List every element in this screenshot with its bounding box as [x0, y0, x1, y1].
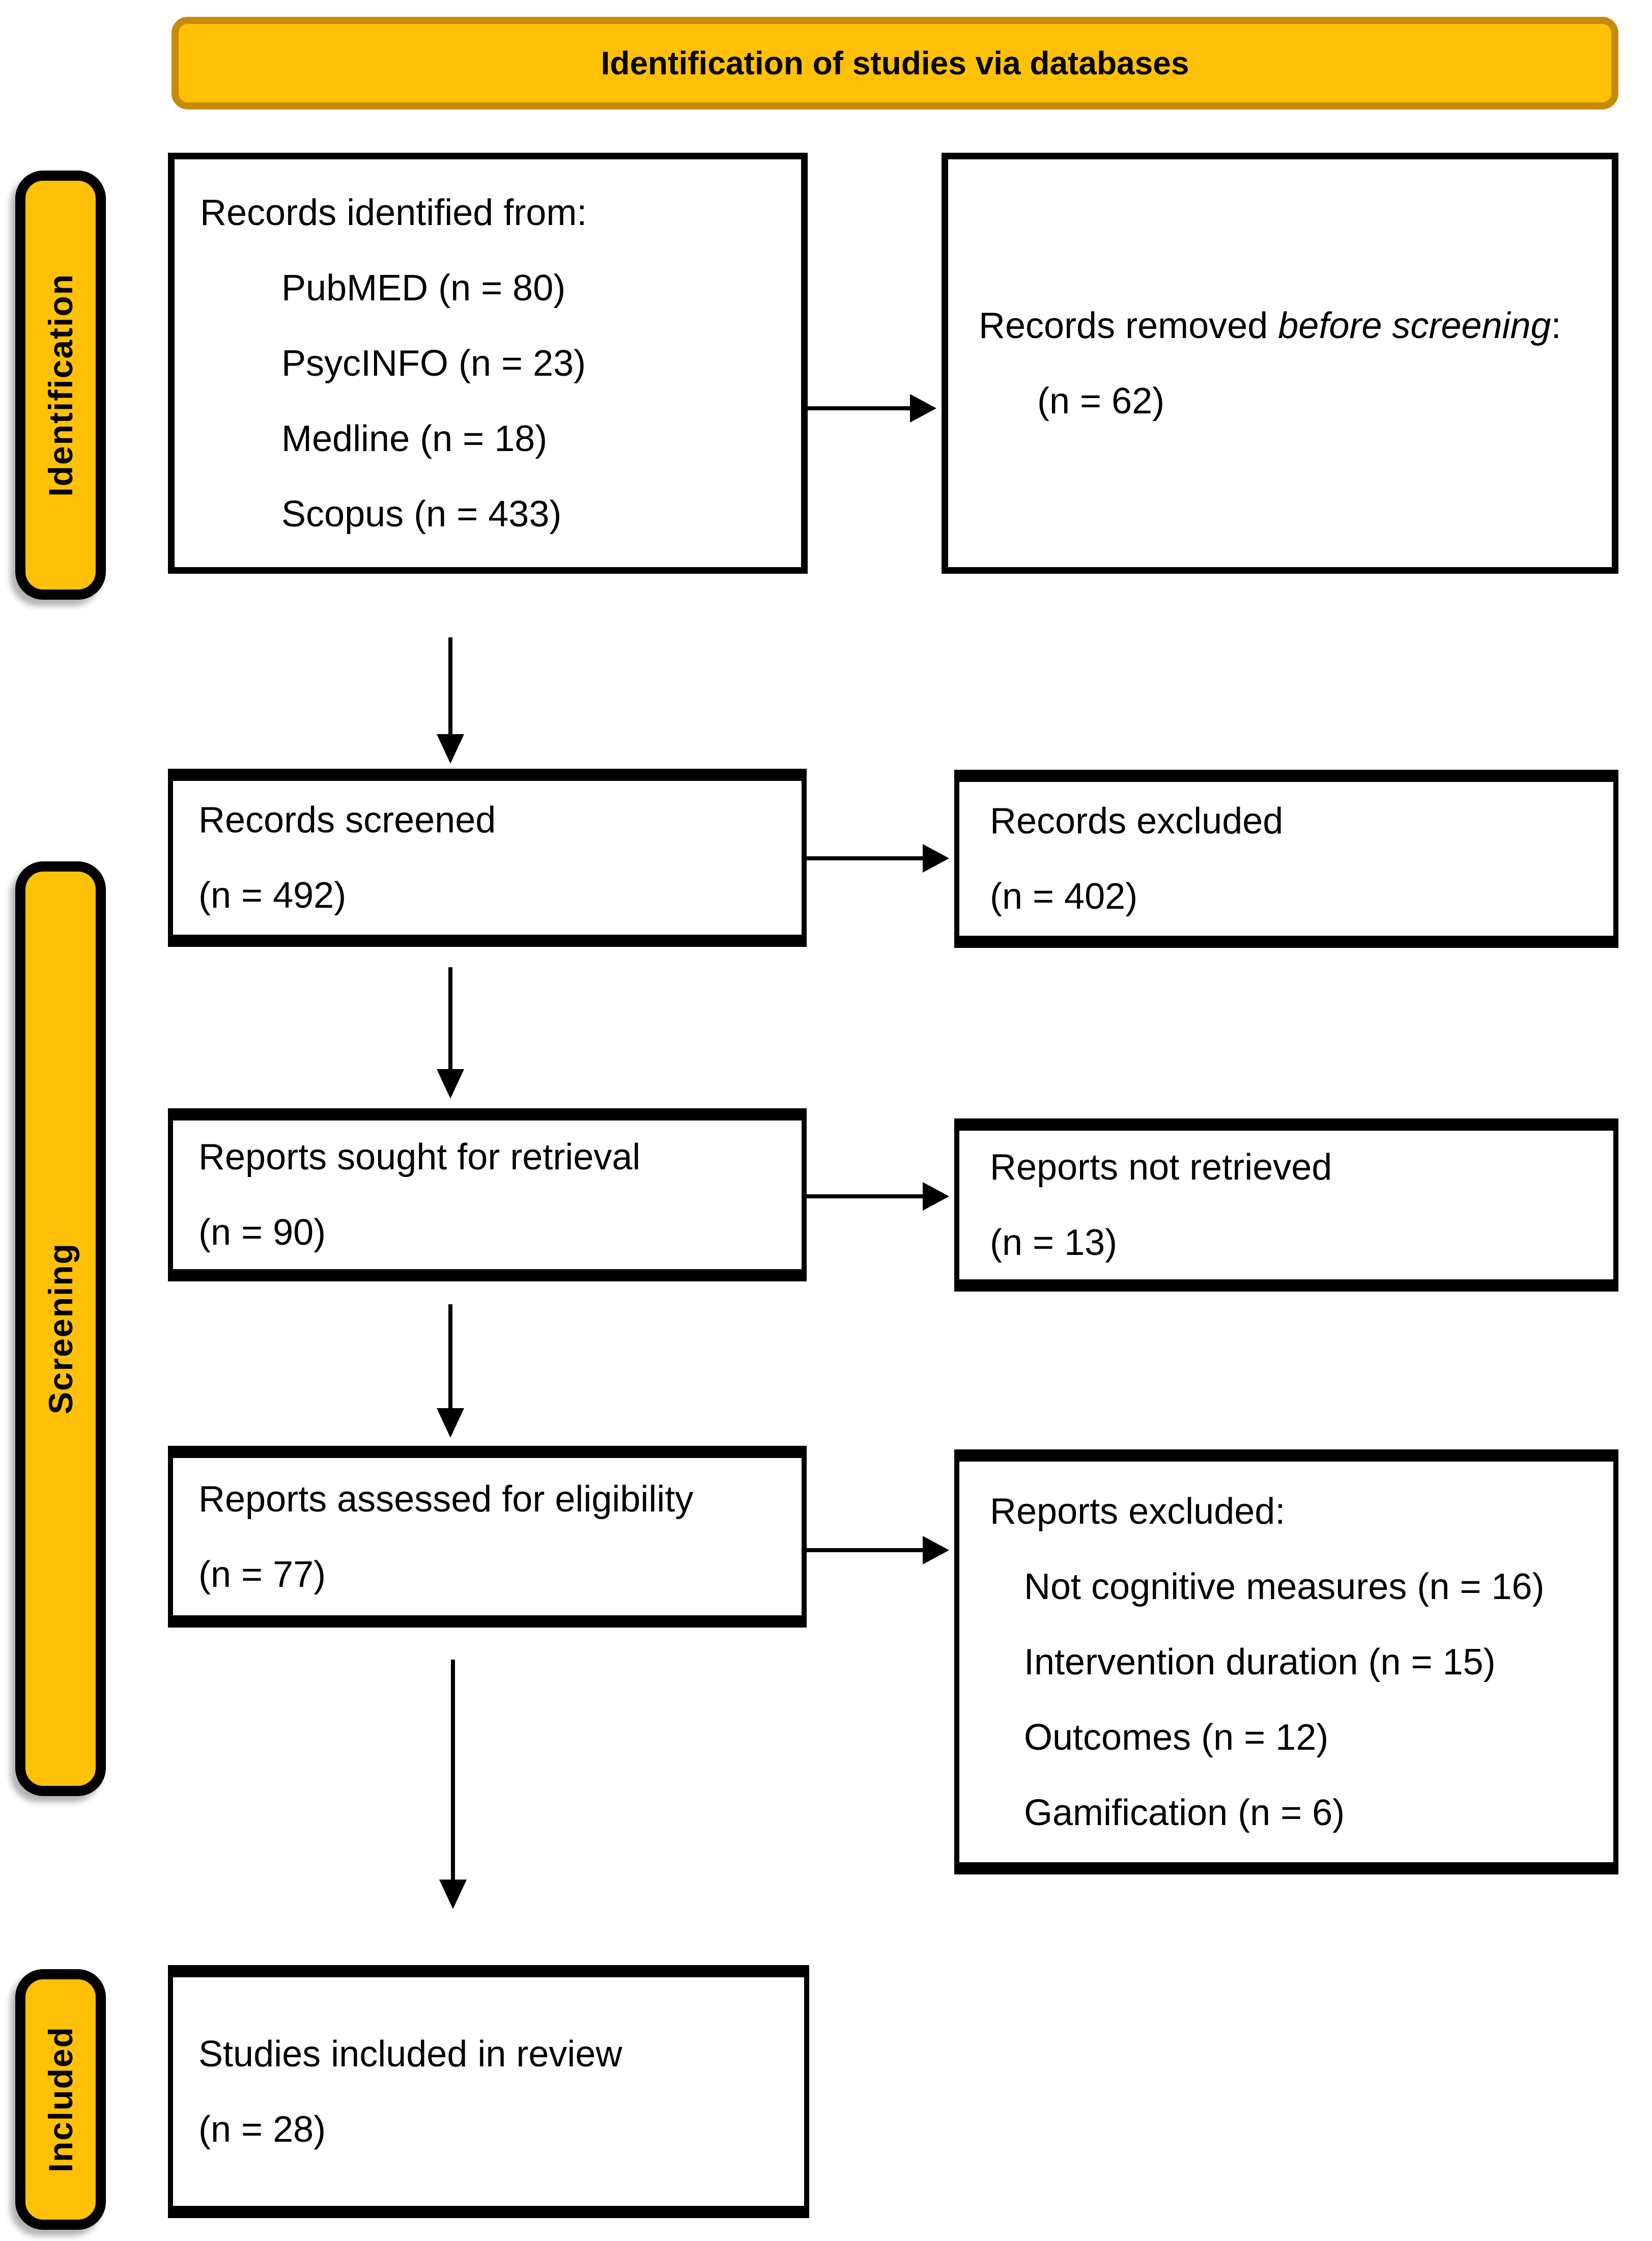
- box-reports-sought-for-retrieval: Reports sought for retrieval (n = 90): [168, 1108, 807, 1281]
- arrow-shaft: [807, 856, 923, 860]
- banner-identification-via-databases: Identification of studies via databases: [172, 17, 1618, 109]
- list-item: Outcomes (n = 12): [1024, 1717, 1329, 1758]
- list-item: PubMED (n = 80): [281, 267, 566, 309]
- box-title: Reports sought for retrieval: [198, 1137, 641, 1178]
- box-count: (n = 77): [198, 1554, 326, 1595]
- stage-label-included-text: Included: [42, 2026, 79, 2173]
- arrow-shaft: [448, 637, 452, 734]
- arrow-head-right-icon: [910, 394, 936, 423]
- list-item: Intervention duration (n = 15): [1024, 1641, 1496, 1683]
- arrow-head-down-icon: [439, 1880, 467, 1909]
- box-title-italic-text: before screening: [1278, 305, 1551, 346]
- box-studies-included-in-review: Studies included in review (n = 28): [168, 1965, 809, 2218]
- box-reports-assessed-for-eligibility: Reports assessed for eligibility (n = 77…: [168, 1446, 807, 1628]
- box-records-removed-before-screening: Records removed before screening: (n = 6…: [942, 153, 1618, 574]
- arrow-head-down-icon: [437, 1069, 464, 1099]
- arrow-shaft: [808, 406, 910, 410]
- box-title-colon: :: [1551, 305, 1561, 346]
- stage-label-included: Included: [15, 1969, 106, 2230]
- box-title: Records excluded: [990, 801, 1284, 842]
- box-title: Reports excluded:: [990, 1491, 1286, 1532]
- arrow-head-right-icon: [923, 1182, 949, 1211]
- arrow-shaft: [448, 1304, 452, 1408]
- list-item: PsycINFO (n = 23): [281, 343, 586, 384]
- box-title-text: Records removed: [979, 305, 1278, 346]
- list-item: Medline (n = 18): [281, 418, 548, 459]
- box-reports-excluded: Reports excluded: Not cognitive measures…: [954, 1449, 1618, 1874]
- arrow-shaft: [448, 967, 452, 1069]
- box-title: Studies included in review: [198, 2033, 622, 2075]
- arrow-shaft: [807, 1548, 923, 1552]
- arrow-shaft: [451, 1660, 455, 1880]
- box-reports-not-retrieved: Reports not retrieved (n = 13): [954, 1118, 1618, 1292]
- box-count: (n = 402): [990, 876, 1138, 917]
- stage-label-screening-text: Screening: [42, 1243, 79, 1415]
- arrow-head-down-icon: [437, 734, 464, 764]
- box-title: Reports assessed for eligibility: [198, 1478, 694, 1520]
- box-count: (n = 62): [1037, 380, 1165, 422]
- arrow-head-down-icon: [437, 1408, 464, 1438]
- stage-label-screening: Screening: [15, 861, 106, 1796]
- box-title: Records screened: [198, 800, 496, 841]
- box-records-excluded: Records excluded (n = 402): [954, 770, 1618, 948]
- box-title: Reports not retrieved: [990, 1147, 1332, 1188]
- list-item: Scopus (n = 433): [281, 493, 562, 535]
- list-item: Not cognitive measures (n = 16): [1024, 1566, 1545, 1607]
- box-title: Records removed before screening:: [948, 288, 1612, 363]
- box-records-screened: Records screened (n = 492): [168, 769, 807, 947]
- box-count: (n = 90): [198, 1212, 326, 1253]
- box-count: (n = 13): [990, 1222, 1118, 1263]
- box-count: (n = 28): [198, 2109, 326, 2150]
- list-item: Gamification (n = 6): [1024, 1792, 1345, 1833]
- box-title: Records identified from:: [200, 192, 587, 233]
- banner-title: Identification of studies via databases: [601, 45, 1189, 81]
- box-count: (n = 492): [198, 875, 347, 916]
- box-records-identified: Records identified from: PubMED (n = 80)…: [168, 153, 808, 574]
- arrow-head-right-icon: [923, 1536, 949, 1564]
- arrow-head-right-icon: [923, 844, 949, 873]
- arrow-shaft: [807, 1194, 923, 1198]
- stage-label-identification-text: Identification: [42, 273, 79, 497]
- stage-label-identification: Identification: [15, 171, 106, 600]
